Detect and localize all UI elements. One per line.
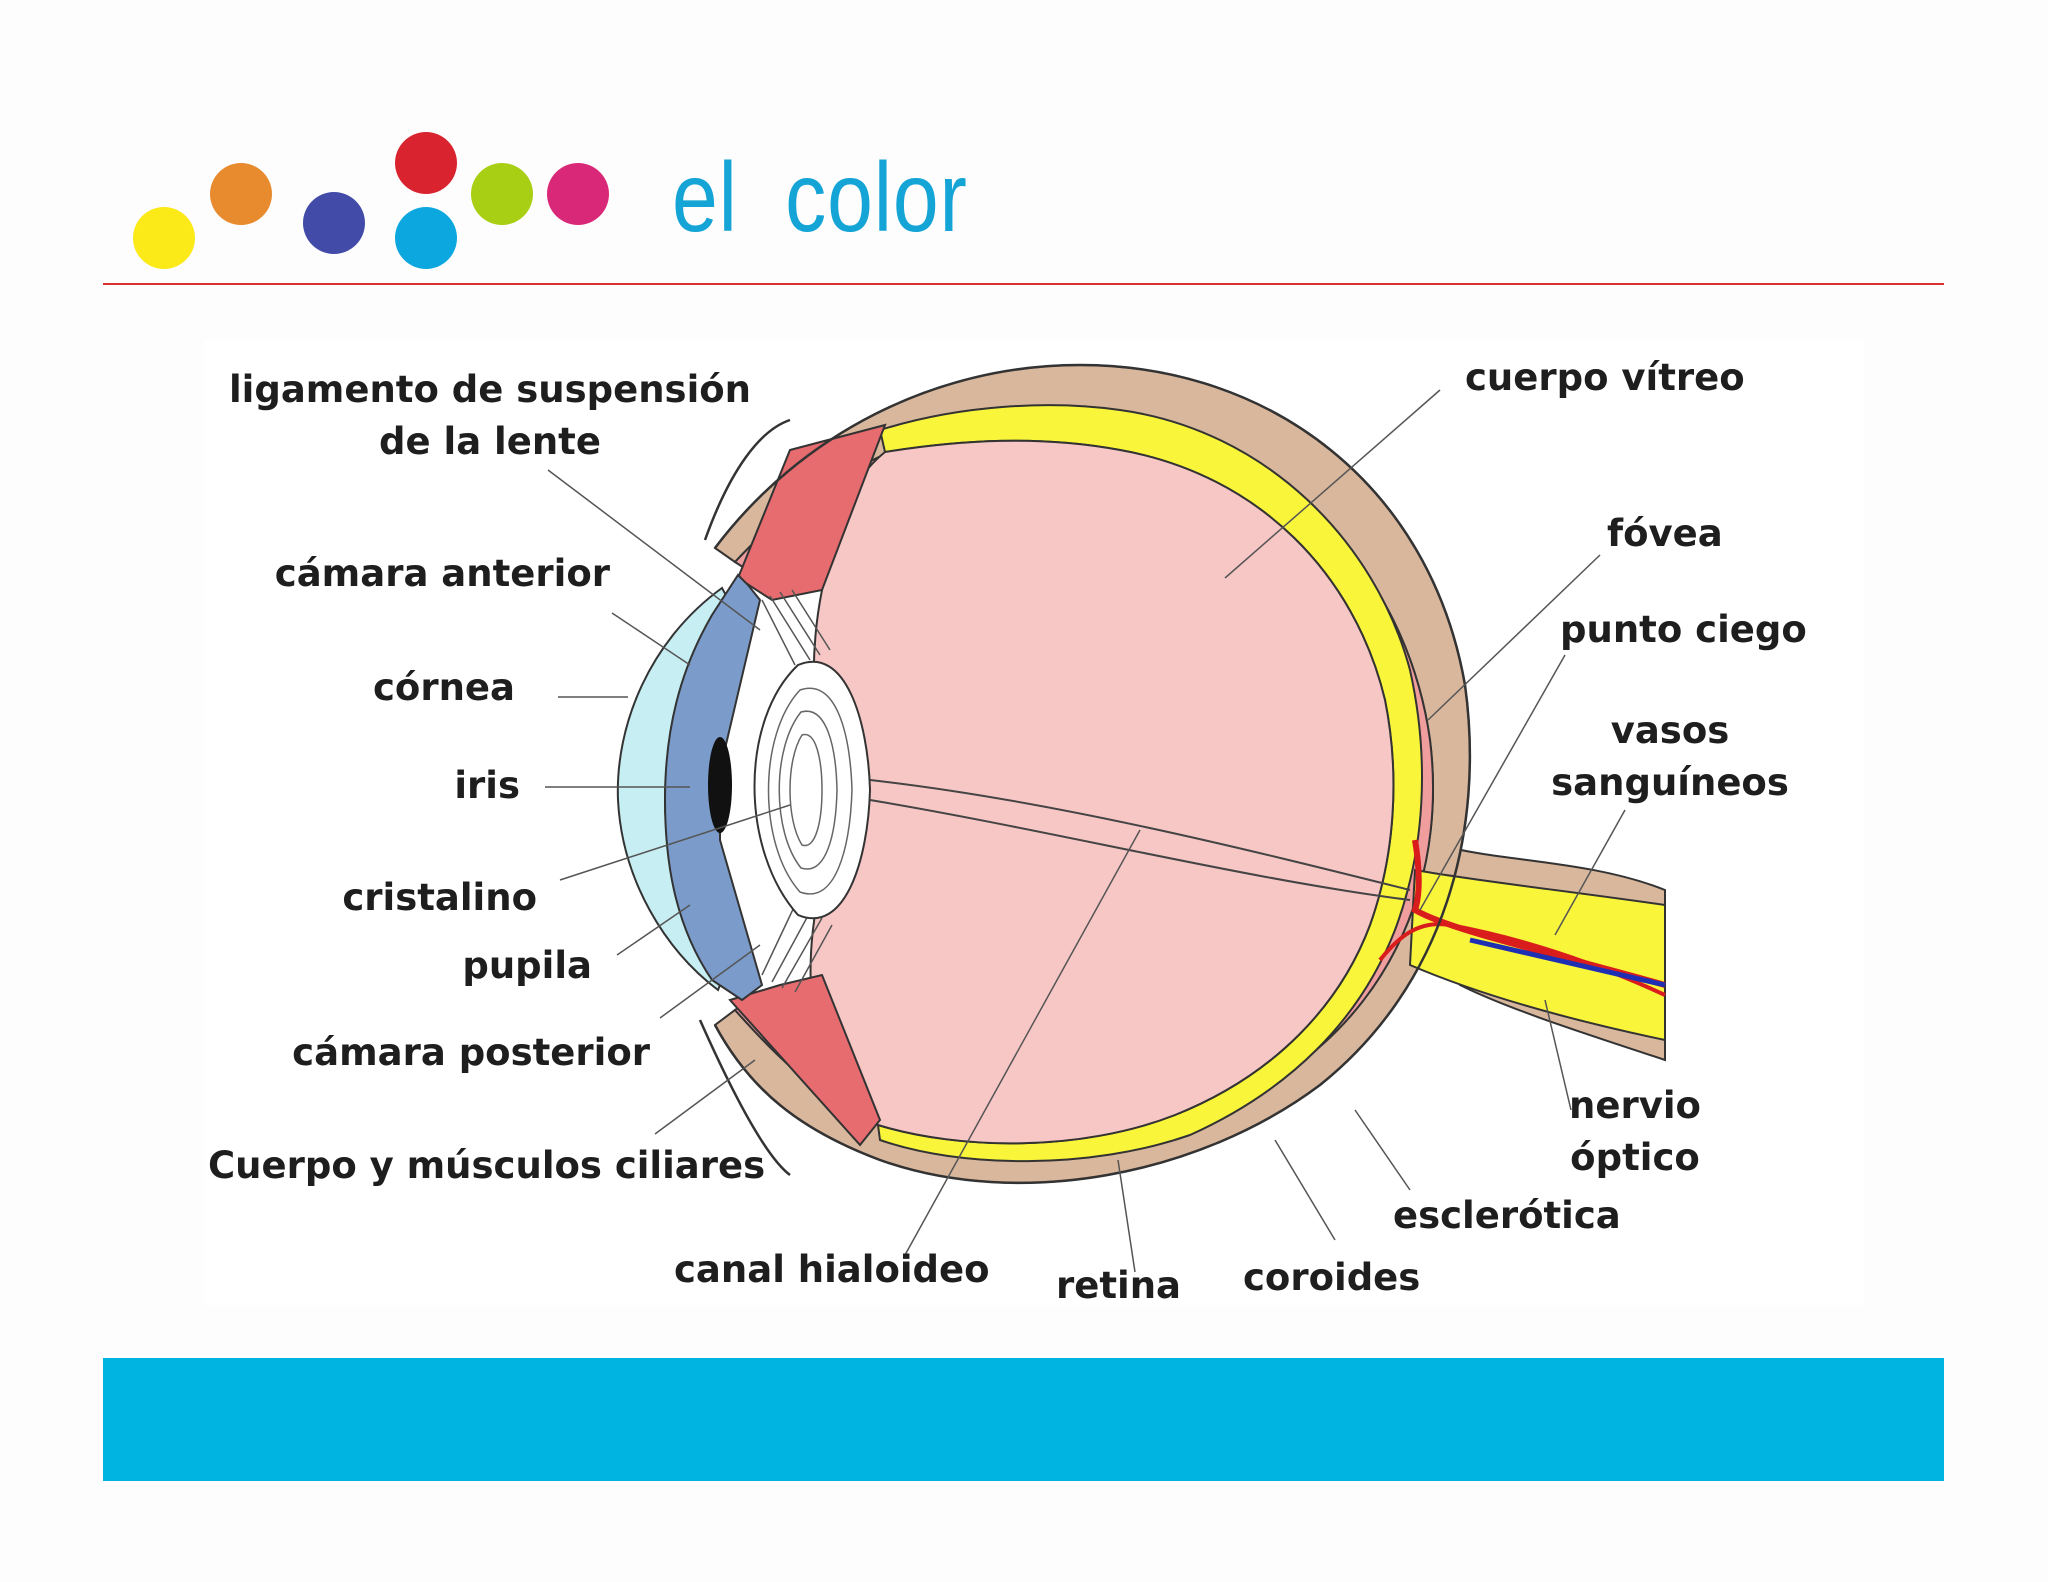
label-retina: retina bbox=[1056, 1260, 1181, 1312]
orange-dot bbox=[210, 163, 272, 225]
title-divider bbox=[103, 283, 1944, 285]
label-cuerpo-vitreo: cuerpo vítreo bbox=[1465, 352, 1745, 404]
cyan-dot bbox=[395, 207, 457, 269]
label-fovea: fóvea bbox=[1607, 508, 1723, 560]
indigo-dot bbox=[303, 192, 365, 254]
label-nervio-line2: óptico bbox=[1540, 1132, 1730, 1184]
magenta-dot bbox=[547, 163, 609, 225]
label-camara-anterior: cámara anterior bbox=[240, 548, 610, 600]
label-coroides: coroides bbox=[1243, 1252, 1420, 1304]
label-camara-posterior: cámara posterior bbox=[250, 1027, 650, 1079]
bottom-color-band bbox=[103, 1358, 1944, 1481]
label-vasos-line2: sanguíneos bbox=[1530, 757, 1810, 809]
label-iris: iris bbox=[400, 760, 520, 812]
pupil-shape bbox=[708, 737, 732, 833]
label-cristalino: cristalino bbox=[300, 872, 537, 924]
label-punto-ciego: punto ciego bbox=[1560, 604, 1807, 656]
label-ligamento-line1: ligamento de suspensión bbox=[225, 364, 755, 416]
label-cornea: córnea bbox=[300, 662, 515, 714]
label-esclerotica: esclerótica bbox=[1393, 1190, 1621, 1242]
label-nervio-line1: nervio bbox=[1540, 1080, 1730, 1132]
label-vasos-line1: vasos bbox=[1530, 705, 1810, 757]
lens-cristalino bbox=[755, 662, 871, 919]
label-vasos-sanguineos: vasos sanguíneos bbox=[1530, 705, 1810, 809]
label-cuerpo-musculos-ciliares: Cuerpo y músculos ciliares bbox=[208, 1140, 765, 1192]
label-nervio-optico: nervio óptico bbox=[1540, 1080, 1730, 1184]
label-ligamento-line2: de la lente bbox=[225, 416, 755, 468]
page-title: el color bbox=[672, 148, 968, 246]
yellow-dot bbox=[133, 207, 195, 269]
label-pupila: pupila bbox=[400, 940, 592, 992]
label-ligamento-suspension: ligamento de suspensión de la lente bbox=[225, 364, 755, 468]
lime-dot bbox=[471, 163, 533, 225]
red-dot bbox=[395, 132, 457, 194]
label-canal-hialoideo: canal hialoideo bbox=[674, 1244, 990, 1296]
